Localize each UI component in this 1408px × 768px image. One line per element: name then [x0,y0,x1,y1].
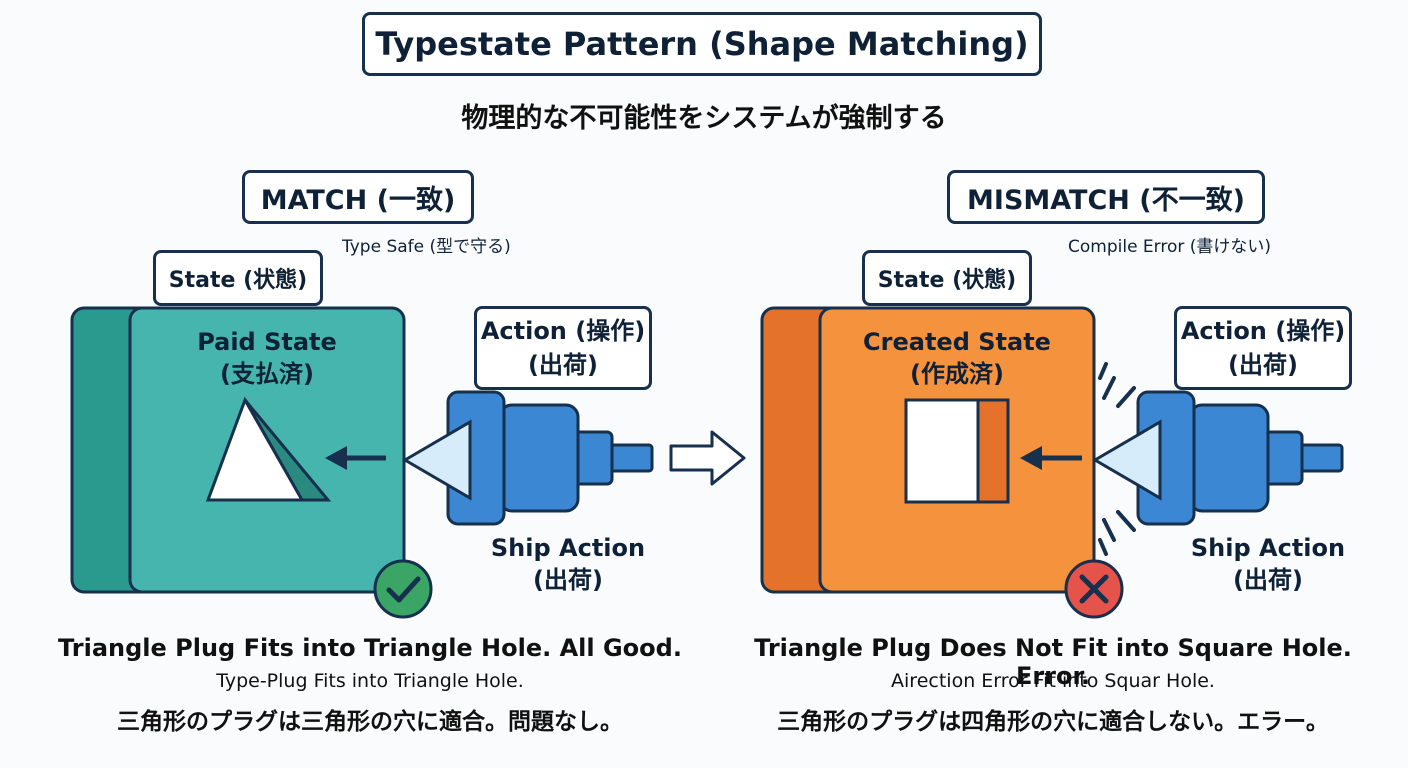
match-state-tab: State (状態) [153,250,323,306]
match-plug-icon [402,390,654,526]
mismatch-ship-label-jp: (出荷) [1233,566,1303,594]
mismatch-state-tab: State (状態) [862,250,1032,306]
page-subtitle: 物理的な不可能性をシステムが強制する [461,103,947,134]
match-ship-label-en: Ship Action [490,534,646,562]
match-state-name-en: Paid State [197,328,337,356]
check-icon [373,559,433,619]
mismatch-caption-line3: 三角形のプラグは四角形の穴に適合しない。エラー。 [777,709,1329,735]
mismatch-state-name-en: Created State [863,328,1051,356]
triangle-hole [205,396,332,502]
match-state-name-jp: (支払済) [220,360,314,388]
match-action-label-en: Action (操作) [480,317,646,345]
match-caption-line1: Triangle Plug Fits into Triangle Hole. A… [58,634,682,662]
match-ship-label: Ship Action (出荷) [490,532,646,596]
mismatch-plug-icon [1092,390,1344,526]
mismatch-heading: MISMATCH (不一致) [947,170,1265,224]
match-caption-line2: Type-Plug Fits into Triangle Hole. [216,670,524,692]
cross-icon [1064,559,1124,619]
match-state-name: Paid State (支払済) [160,326,374,390]
match-arrow-left-icon [325,446,386,470]
mismatch-state-name-jp: (作成済) [910,360,1004,388]
mismatch-state-name: Created State (作成済) [846,326,1068,390]
page-title: Typestate Pattern (Shape Matching) [362,12,1042,76]
mismatch-action-label-jp: (出荷) [1228,351,1298,379]
mismatch-action-label: Action (操作) (出荷) [1174,306,1352,390]
impact-lines-icon [1098,362,1136,556]
match-note: Type Safe (型で守る) [342,237,511,257]
match-action-label-jp: (出荷) [528,351,598,379]
match-heading: MATCH (一致) [242,170,474,224]
match-caption-line3: 三角形のプラグは三角形の穴に適合。問題なし。 [117,709,623,735]
match-ship-label-jp: (出荷) [533,566,603,594]
mismatch-ship-label-en: Ship Action [1190,534,1346,562]
center-arrow-icon [669,430,746,486]
mismatch-caption-line2: Airection Error Fit into Squar Hole. [891,670,1215,692]
mismatch-ship-label: Ship Action (出荷) [1190,532,1346,596]
mismatch-action-label-en: Action (操作) [1180,317,1346,345]
mismatch-arrow-left-icon [1020,446,1082,470]
mismatch-note: Compile Error (書けない) [1068,237,1272,257]
square-hole [904,398,1010,504]
mismatch-caption-line1: Triangle Plug Does Not Fit into Square H… [754,634,1352,690]
match-action-label: Action (操作) (出荷) [474,306,652,390]
